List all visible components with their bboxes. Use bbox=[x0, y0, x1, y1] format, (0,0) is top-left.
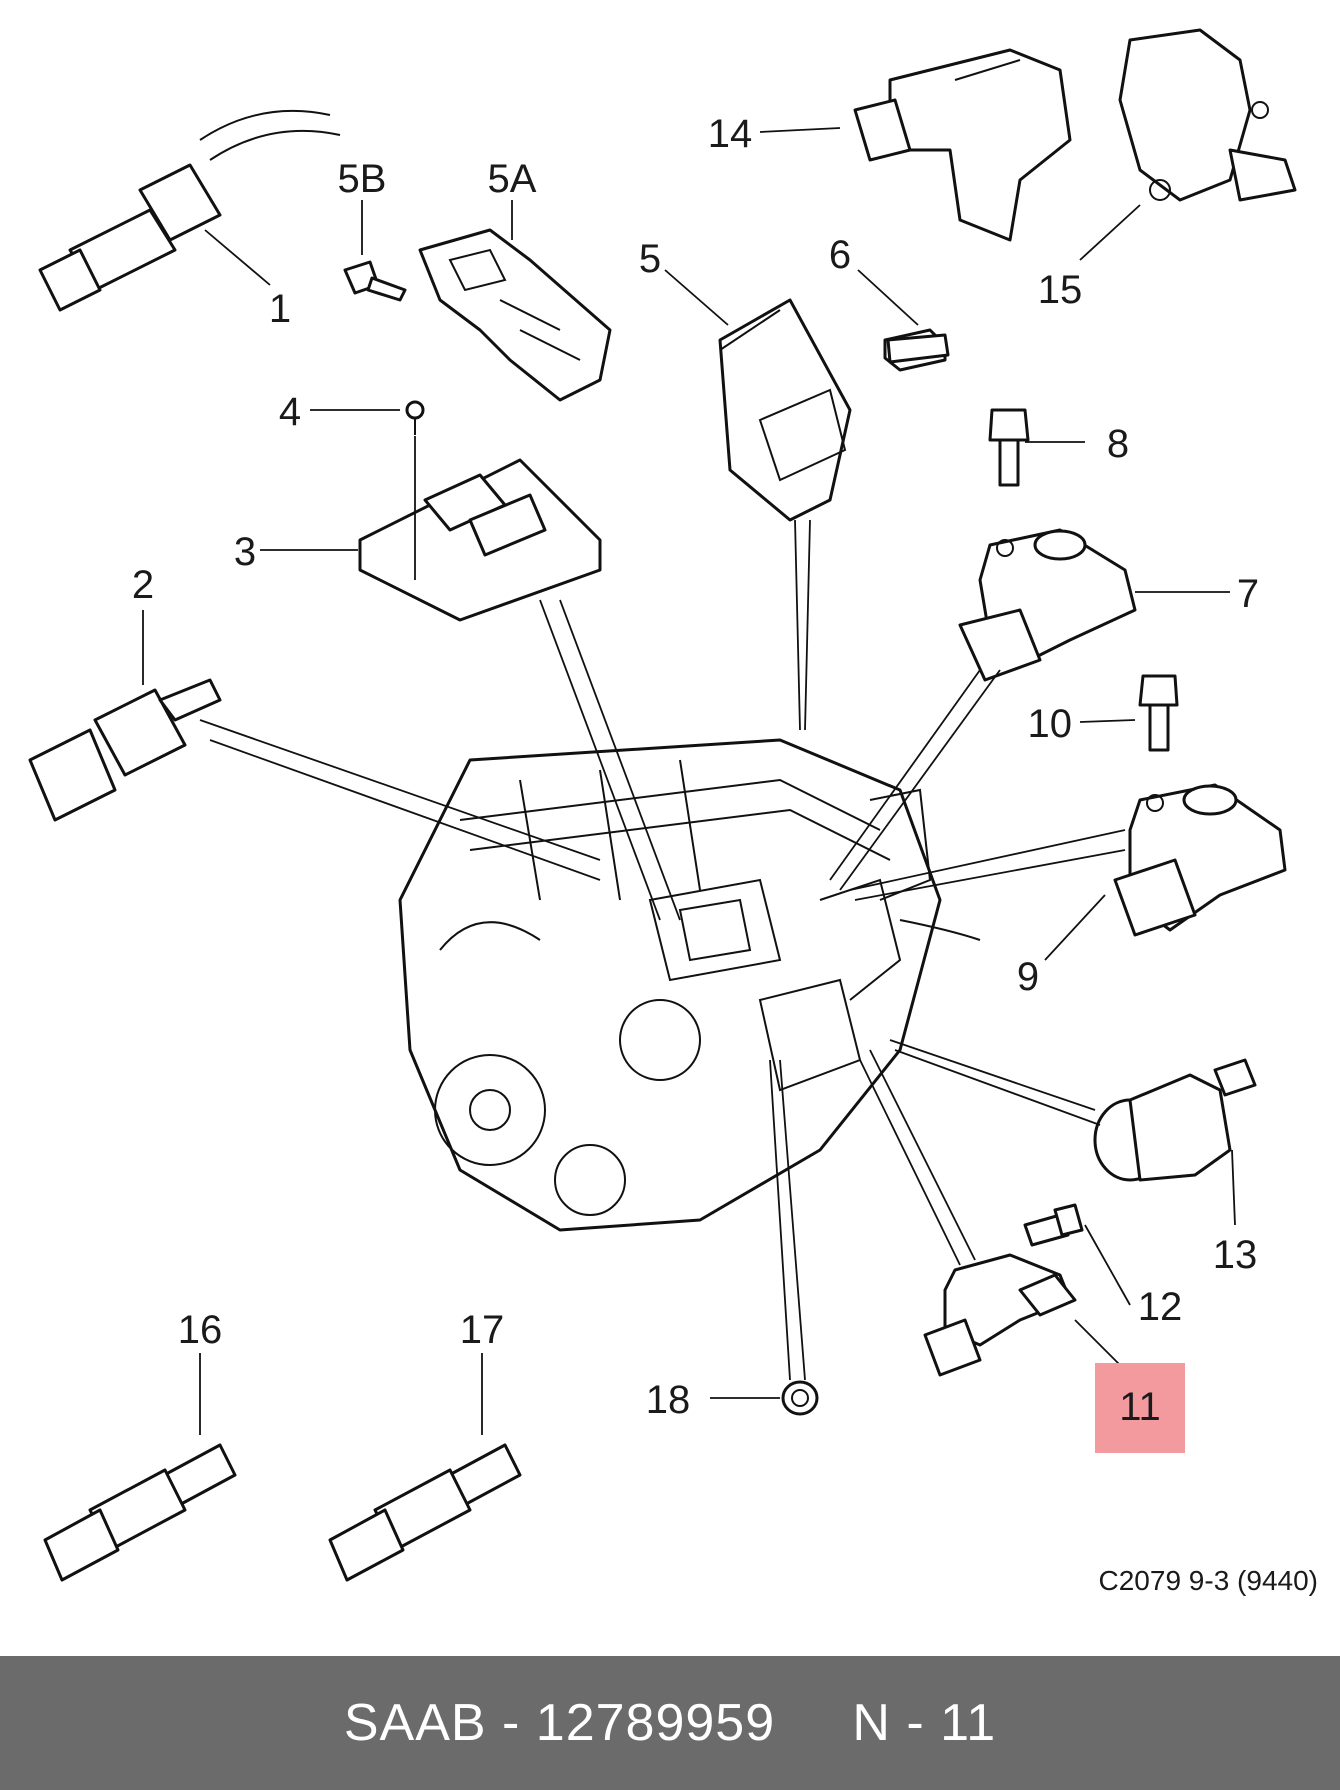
footer-part-number: 12789959 bbox=[535, 1694, 776, 1752]
callout-5: 5 bbox=[639, 237, 661, 281]
part-15-pressure-sensor bbox=[1118, 28, 1297, 202]
callout-5b: 5B bbox=[338, 157, 387, 201]
part-5-module bbox=[718, 298, 852, 522]
part-4-screw bbox=[405, 400, 425, 435]
callout-labels: 1 2 3 4 5 5A 5B 6 7 8 9 10 11 12 13 14 1… bbox=[132, 112, 1259, 1429]
footer-gap bbox=[775, 1693, 852, 1753]
part-17-oxygen-sensor bbox=[328, 1443, 522, 1582]
part-1-sensor bbox=[38, 109, 341, 312]
part-footer: SAAB - 12789959 N - 11 bbox=[0, 1656, 1340, 1790]
callout-9: 9 bbox=[1017, 955, 1039, 999]
part-14-air-mass-meter bbox=[853, 48, 1072, 242]
callout-16: 16 bbox=[178, 1308, 223, 1352]
callout-17: 17 bbox=[460, 1308, 505, 1352]
callout-18: 18 bbox=[646, 1378, 691, 1422]
part-5b-bolt bbox=[343, 260, 407, 302]
callout-4: 4 bbox=[279, 390, 301, 434]
callout-14: 14 bbox=[708, 112, 753, 156]
footer-position: 11 bbox=[940, 1694, 997, 1752]
part-18-grommet bbox=[781, 1380, 819, 1416]
footer-brand: SAAB bbox=[343, 1694, 487, 1752]
part-12-bolt bbox=[1023, 1203, 1084, 1247]
callout-13: 13 bbox=[1213, 1233, 1258, 1277]
callout-2: 2 bbox=[132, 563, 154, 607]
callout-15: 15 bbox=[1038, 268, 1083, 312]
callout-7: 7 bbox=[1237, 572, 1259, 616]
engine-illustration bbox=[398, 738, 981, 1232]
callout-8: 8 bbox=[1107, 422, 1129, 466]
part-2-temp-sensor bbox=[28, 678, 222, 822]
highlight-box bbox=[1095, 1363, 1185, 1453]
callout-6: 6 bbox=[829, 233, 851, 277]
part-11-crank-sensor bbox=[923, 1253, 1077, 1377]
parts-diagram: 1 2 3 4 5 5A 5B 6 7 8 9 10 11 12 13 14 1… bbox=[28, 28, 1318, 1596]
part-16-oxygen-sensor bbox=[43, 1443, 237, 1582]
footer-separator: - bbox=[486, 1694, 536, 1752]
part-6-bolt bbox=[883, 328, 950, 372]
part-7-map-sensor bbox=[958, 528, 1137, 682]
callout-3: 3 bbox=[234, 530, 256, 574]
part-3-ecu bbox=[358, 436, 602, 622]
callout-1: 1 bbox=[269, 287, 291, 331]
part-10-bolt bbox=[1138, 674, 1179, 752]
callout-12: 12 bbox=[1138, 1285, 1183, 1329]
part-5a-bracket bbox=[418, 228, 612, 402]
footer-separator-2: - bbox=[890, 1694, 941, 1752]
callout-5a: 5A bbox=[488, 157, 537, 201]
callout-11: 11 bbox=[1119, 1385, 1161, 1429]
diagram-reference: C2079 9-3 (9440) bbox=[1099, 1565, 1318, 1596]
part-13-pressure-switch bbox=[1093, 1058, 1257, 1182]
part-9-sensor bbox=[1113, 783, 1287, 937]
footer-position-prefix: N bbox=[852, 1694, 891, 1752]
callout-10: 10 bbox=[1028, 702, 1073, 746]
leader-lines bbox=[142, 127, 1236, 1435]
part-8-bolt bbox=[988, 408, 1030, 487]
